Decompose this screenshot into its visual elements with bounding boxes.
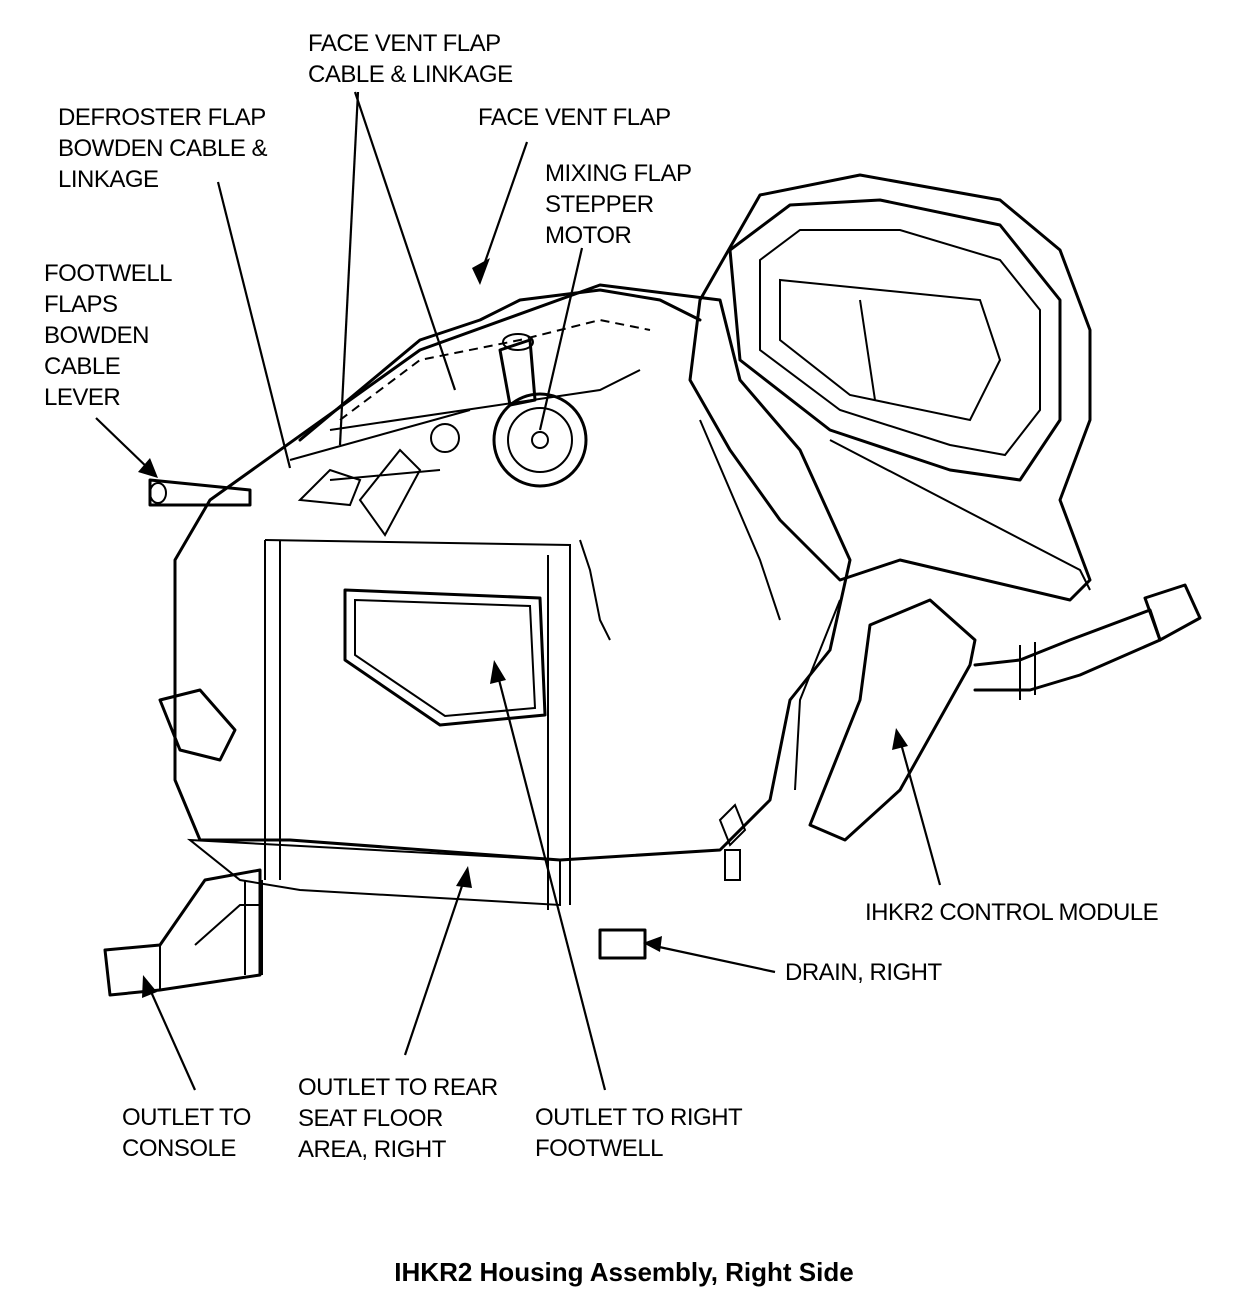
label-control-module: IHKR2 CONTROL MODULE [865,899,1159,926]
stepper-motor [430,333,588,488]
inspection-panel [343,588,547,727]
label-face-vent-cable: FACE VENT FLAP CABLE & LINKAGE [308,30,513,88]
label-outlet-right-footwell: OUTLET TO RIGHT FOOTWELL [535,1104,743,1162]
leader-lines [95,91,942,1091]
linkage-rods [289,409,471,537]
drain [598,928,647,960]
side-clip [158,688,237,762]
housing-body [173,283,852,910]
label-outlet-console: OUTLET TO CONSOLE [122,1104,251,1162]
label-mixing-flap-motor: MIXING FLAP STEPPER MOTOR [545,160,692,249]
blower-assembly [688,173,1092,621]
top-duct [298,288,702,442]
lower-bracket [718,803,747,881]
heater-pipe [973,608,1162,692]
control-module-box [808,598,977,842]
label-drain-right: DRAIN, RIGHT [785,959,942,986]
label-defroster-flap: DEFROSTER FLAP BOWDEN CABLE & LINKAGE [58,104,268,193]
label-outlet-rear-seat: OUTLET TO REAR SEAT FLOOR AREA, RIGHT [298,1074,498,1163]
figure-caption: IHKR2 Housing Assembly, Right Side [394,1257,854,1287]
label-footwell-flaps: FOOTWELL FLAPS BOWDEN CABLE LEVER [44,260,173,411]
console-outlet [103,868,262,997]
label-face-vent-flap: FACE VENT FLAP [478,104,671,131]
